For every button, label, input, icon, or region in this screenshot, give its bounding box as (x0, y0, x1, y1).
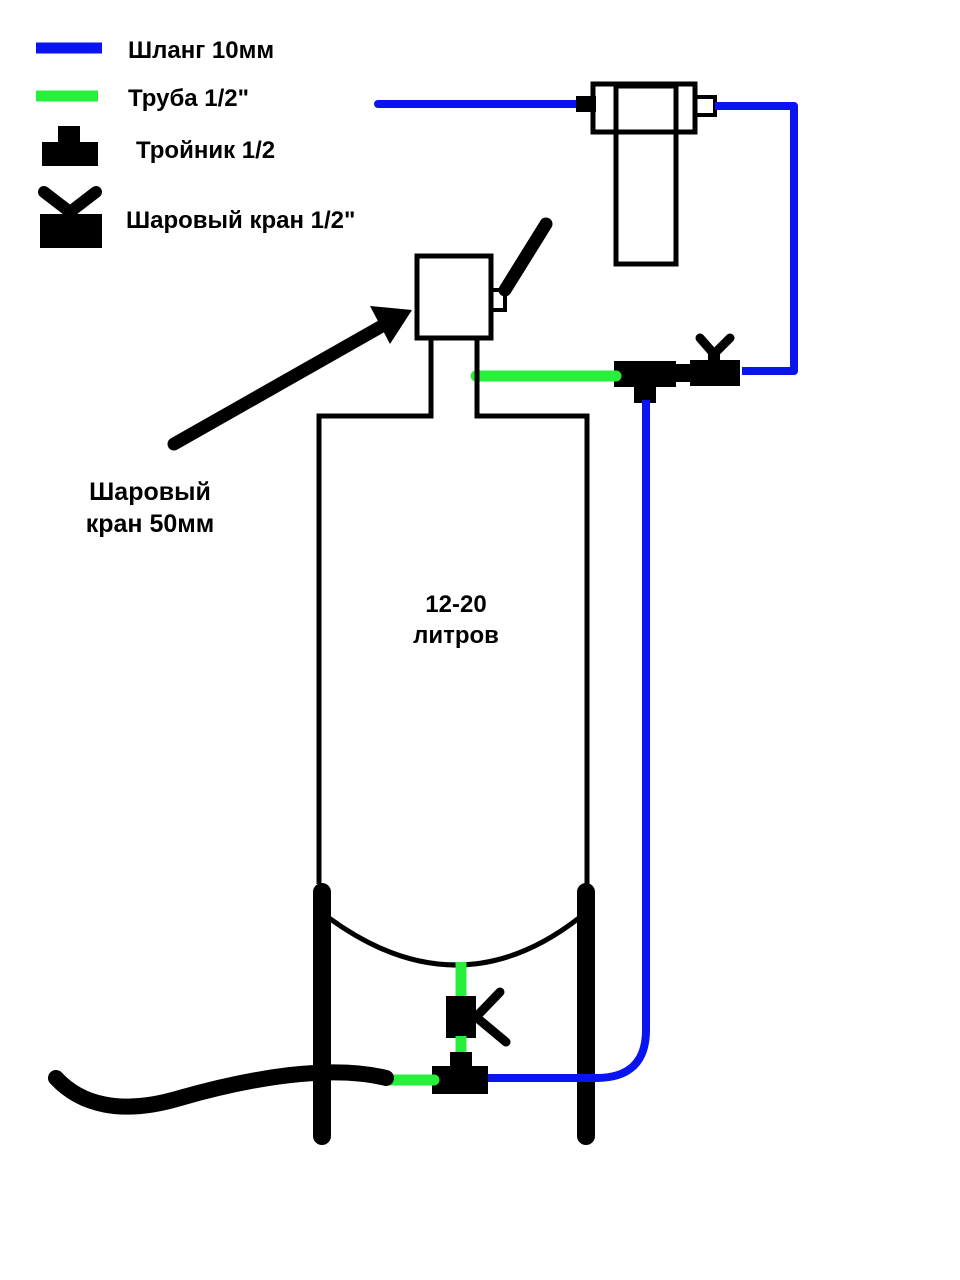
bottom-plumbing (48, 962, 511, 1115)
main-valve-label-line2: кран 50мм (86, 510, 215, 538)
bottom-tee (432, 1052, 488, 1094)
legend-ball-valve-symbol (38, 186, 102, 248)
legend: Шланг 10мм Труба 1/2" Тройник 1/2 Шаровы… (36, 37, 355, 248)
pointer-arrow-head (370, 306, 412, 344)
filter-outlet-fitting (693, 95, 717, 117)
main-valve-stem (489, 288, 507, 312)
water-filter (374, 81, 798, 375)
vessel-volume-line1: 12-20 (425, 591, 486, 618)
legend-pipe-label: Труба 1/2" (128, 85, 249, 112)
legend-tee-label: Тройник 1/2 (136, 137, 275, 164)
legend-ball-valve-label: Шаровый кран 1/2" (126, 207, 355, 234)
drain-hose (48, 1064, 394, 1115)
main-valve-body (414, 253, 494, 341)
filter-cartridge (613, 83, 679, 267)
main-ball-valve-50mm (316, 217, 590, 884)
main-valve-annotation: Шаровый кран 50мм (86, 306, 412, 538)
legend-tee-symbol (42, 126, 98, 166)
bottom-ball-valve (446, 987, 511, 1047)
filter-outlet-hose (715, 102, 798, 375)
vessel-volume-line2: литров (413, 622, 499, 649)
legend-hose-label: Шланг 10мм (128, 37, 274, 64)
main-valve-handle (498, 217, 553, 297)
return-hose (486, 400, 650, 1082)
filter-head (590, 81, 698, 135)
top-ball-valve (672, 333, 740, 386)
vessel-bottom-cone (327, 915, 581, 968)
main-valve-label-line1: Шаровый (89, 478, 211, 506)
vessel-neck (316, 338, 434, 884)
pointer-arrow-shaft (167, 319, 389, 451)
top-tee (614, 361, 676, 403)
vessel-neck-right (474, 338, 590, 884)
